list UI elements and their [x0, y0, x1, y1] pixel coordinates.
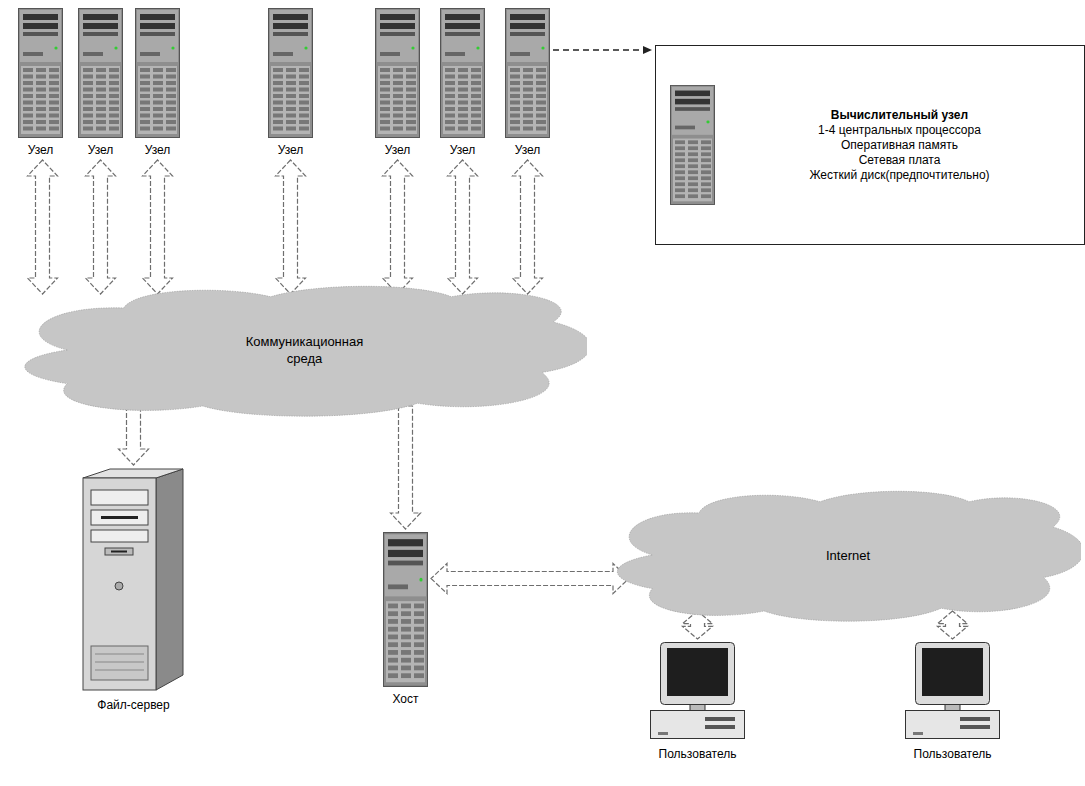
node-text: Жесткий диск(предпочтительно)	[809, 168, 989, 183]
block-arrow	[276, 160, 306, 294]
block-arrow	[513, 160, 543, 294]
node-text: Узел	[28, 143, 54, 157]
node-text: Сетевая плата	[859, 153, 941, 168]
cloud-text-holder: Коммуникационная среда	[22, 280, 587, 420]
server-icon	[135, 8, 180, 138]
node-text: Файл-сервер	[97, 698, 169, 712]
dashed-line	[553, 49, 643, 50]
node-text: Оперативная память	[841, 138, 958, 153]
server-node: Узел	[78, 8, 123, 157]
block-arrow	[119, 406, 149, 465]
block-arrow	[143, 160, 173, 294]
node-text: Хост	[392, 692, 418, 706]
node-text: Пользователь	[659, 747, 737, 761]
block-arrow	[383, 160, 413, 294]
node-text: Internet	[826, 547, 870, 564]
server-node: Узел	[505, 8, 550, 157]
callout-text-column: Вычислительный узел1-4 центральных проце…	[715, 108, 1084, 183]
block-arrow	[431, 564, 629, 594]
node-text: Узел	[88, 143, 114, 157]
user-computer: Пользователь	[905, 642, 1000, 761]
server-node: Узел	[440, 8, 485, 157]
server-node: Узел	[268, 8, 313, 157]
user-computer: Пользователь	[650, 642, 745, 761]
callout-arrow	[553, 46, 652, 54]
cloud-text-holder: Internet	[615, 485, 1081, 625]
user-pc-icon	[650, 642, 745, 742]
server-node: Узел	[135, 8, 180, 157]
server-icon	[383, 532, 428, 687]
block-arrow	[391, 406, 421, 529]
server-icon	[18, 8, 63, 138]
node-text: Узел	[515, 143, 541, 157]
server-node: Хост	[383, 532, 428, 706]
node-text: Пользователь	[914, 747, 992, 761]
server-node: Узел	[18, 8, 63, 157]
block-arrow	[938, 611, 968, 639]
server-icon	[670, 85, 715, 205]
block-arrow	[28, 160, 58, 294]
callout-icon-holder	[670, 85, 715, 205]
user-pc-icon	[905, 642, 1000, 742]
server-icon	[505, 8, 550, 138]
callout-box: Вычислительный узел1-4 центральных проце…	[655, 45, 1085, 245]
node-text: Вычислительный узел	[831, 108, 968, 123]
node-text: 1-4 центральных процессора	[818, 123, 981, 138]
cloud-region: Internet	[615, 485, 1081, 625]
node-text: Узел	[450, 143, 476, 157]
node-text: Узел	[145, 143, 171, 157]
server-icon	[375, 8, 420, 138]
node-text: Коммуникационная среда	[245, 333, 365, 367]
block-arrow	[86, 160, 116, 294]
server-node: Узел	[375, 8, 420, 157]
file-server-icon	[81, 468, 186, 693]
cloud-shape	[22, 280, 587, 420]
block-arrow	[448, 160, 478, 294]
server-icon	[440, 8, 485, 138]
file-server: Файл-сервер	[81, 468, 186, 712]
server-icon	[78, 8, 123, 138]
server-icon	[268, 8, 313, 138]
node-text: Узел	[278, 143, 304, 157]
cloud-region: Коммуникационная среда	[22, 280, 587, 420]
node-text: Узел	[385, 143, 411, 157]
arrow-head	[643, 46, 652, 54]
